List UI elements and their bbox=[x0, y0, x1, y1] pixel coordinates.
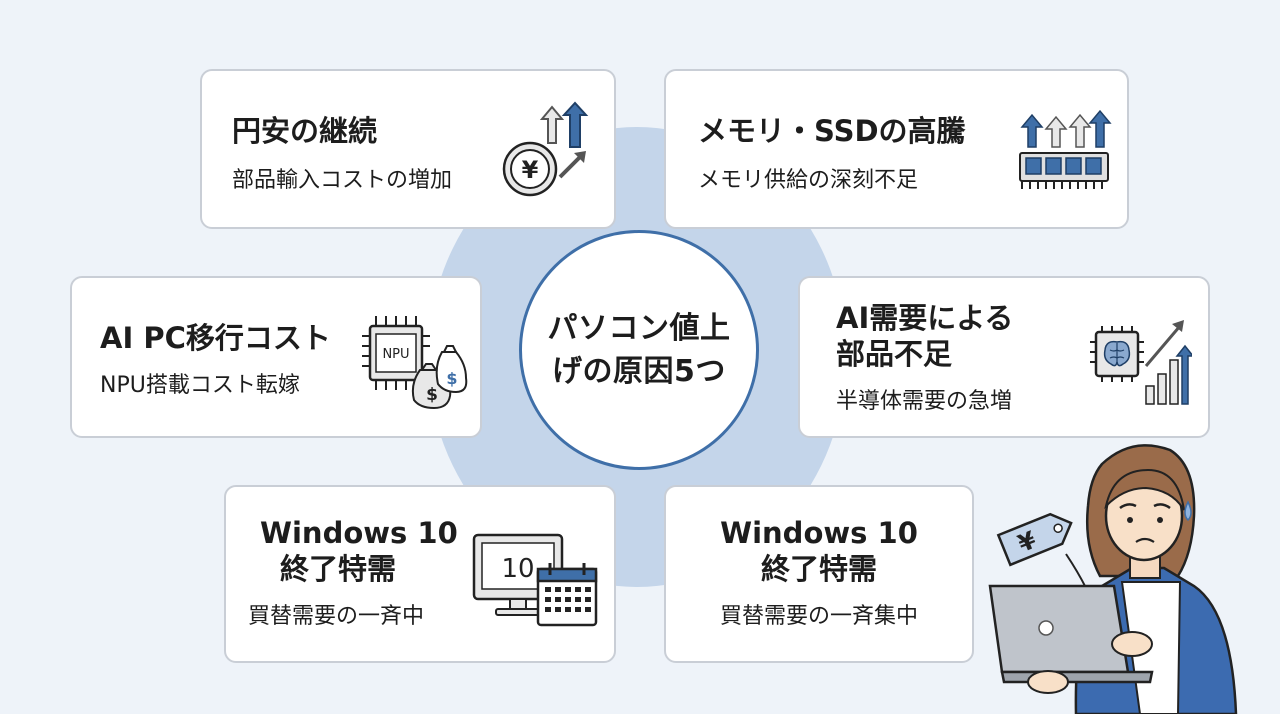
cause-subtitle: 買替需要の一斉集中 bbox=[719, 604, 918, 629]
cause-subtitle: 買替需要の一斉中 bbox=[248, 604, 425, 629]
ai-brain-chip-chart-icon bbox=[1090, 320, 1192, 405]
cause-subtitle: 半導体需要の急増 bbox=[836, 389, 1013, 414]
cause-subtitle: メモリ供給の深刻不足 bbox=[698, 168, 919, 193]
center-title: パソコン値上げの原因5つ bbox=[547, 310, 731, 390]
npu-chip-label: NPU bbox=[382, 347, 409, 362]
cause-title-line1: AI需要による bbox=[836, 301, 1014, 335]
cause-title: 円安の継続 bbox=[232, 114, 378, 148]
cause-title-line2: 終了特需 bbox=[280, 552, 397, 587]
cause-title-line1: Windows 10 bbox=[260, 516, 458, 550]
cause-card-ai-pc: AI PC移行コスト NPU搭載コスト転嫁 NPU $ $ bbox=[70, 276, 482, 438]
dollar-symbol: $ bbox=[426, 385, 438, 405]
center-circle: パソコン値上げの原因5つ bbox=[519, 230, 759, 470]
cause-title: メモリ・SSDの高騰 bbox=[698, 114, 966, 148]
cause-subtitle: 部品輸入コストの増加 bbox=[232, 168, 453, 193]
cause-card-windows10-end-alt: Windows 10 終了特需 買替需要の一斉集中 bbox=[664, 485, 974, 663]
cause-card-memory-ssd: メモリ・SSDの高騰 メモリ供給の深刻不足 bbox=[664, 69, 1129, 229]
cause-subtitle: NPU搭載コスト転嫁 bbox=[100, 373, 300, 398]
cause-title-line2: 部品不足 bbox=[836, 337, 953, 372]
monitor-calendar-icon: 10 bbox=[472, 533, 598, 627]
npu-chip-money-bags-icon: NPU $ $ bbox=[362, 316, 468, 410]
cause-title: AI PC移行コスト bbox=[100, 321, 331, 355]
cause-title: Windows 10 終了特需 bbox=[666, 515, 972, 588]
cause-title: AI需要による 部品不足 bbox=[836, 300, 1013, 373]
cause-card-weak-yen: 円安の継続 部品輸入コストの増加 ¥ bbox=[200, 69, 616, 229]
yen-coin-rising-arrows-icon: ¥ bbox=[502, 101, 589, 197]
cause-title-line2: 終了特需 bbox=[760, 552, 877, 587]
cause-title-line1: Windows 10 bbox=[720, 516, 918, 550]
monitor-label: 10 bbox=[501, 554, 534, 584]
yen-symbol: ¥ bbox=[522, 156, 539, 184]
dollar-symbol: $ bbox=[446, 369, 457, 388]
worried-woman-laptop-price-tag-icon: ¥ bbox=[988, 444, 1238, 714]
memory-module-arrows-icon bbox=[1019, 109, 1112, 189]
cause-title: Windows 10 終了特需 bbox=[260, 515, 458, 588]
cause-card-windows10-end: Windows 10 終了特需 買替需要の一斉中 10 bbox=[224, 485, 616, 663]
cause-card-ai-demand: AI需要による 部品不足 半導体需要の急増 bbox=[798, 276, 1210, 438]
